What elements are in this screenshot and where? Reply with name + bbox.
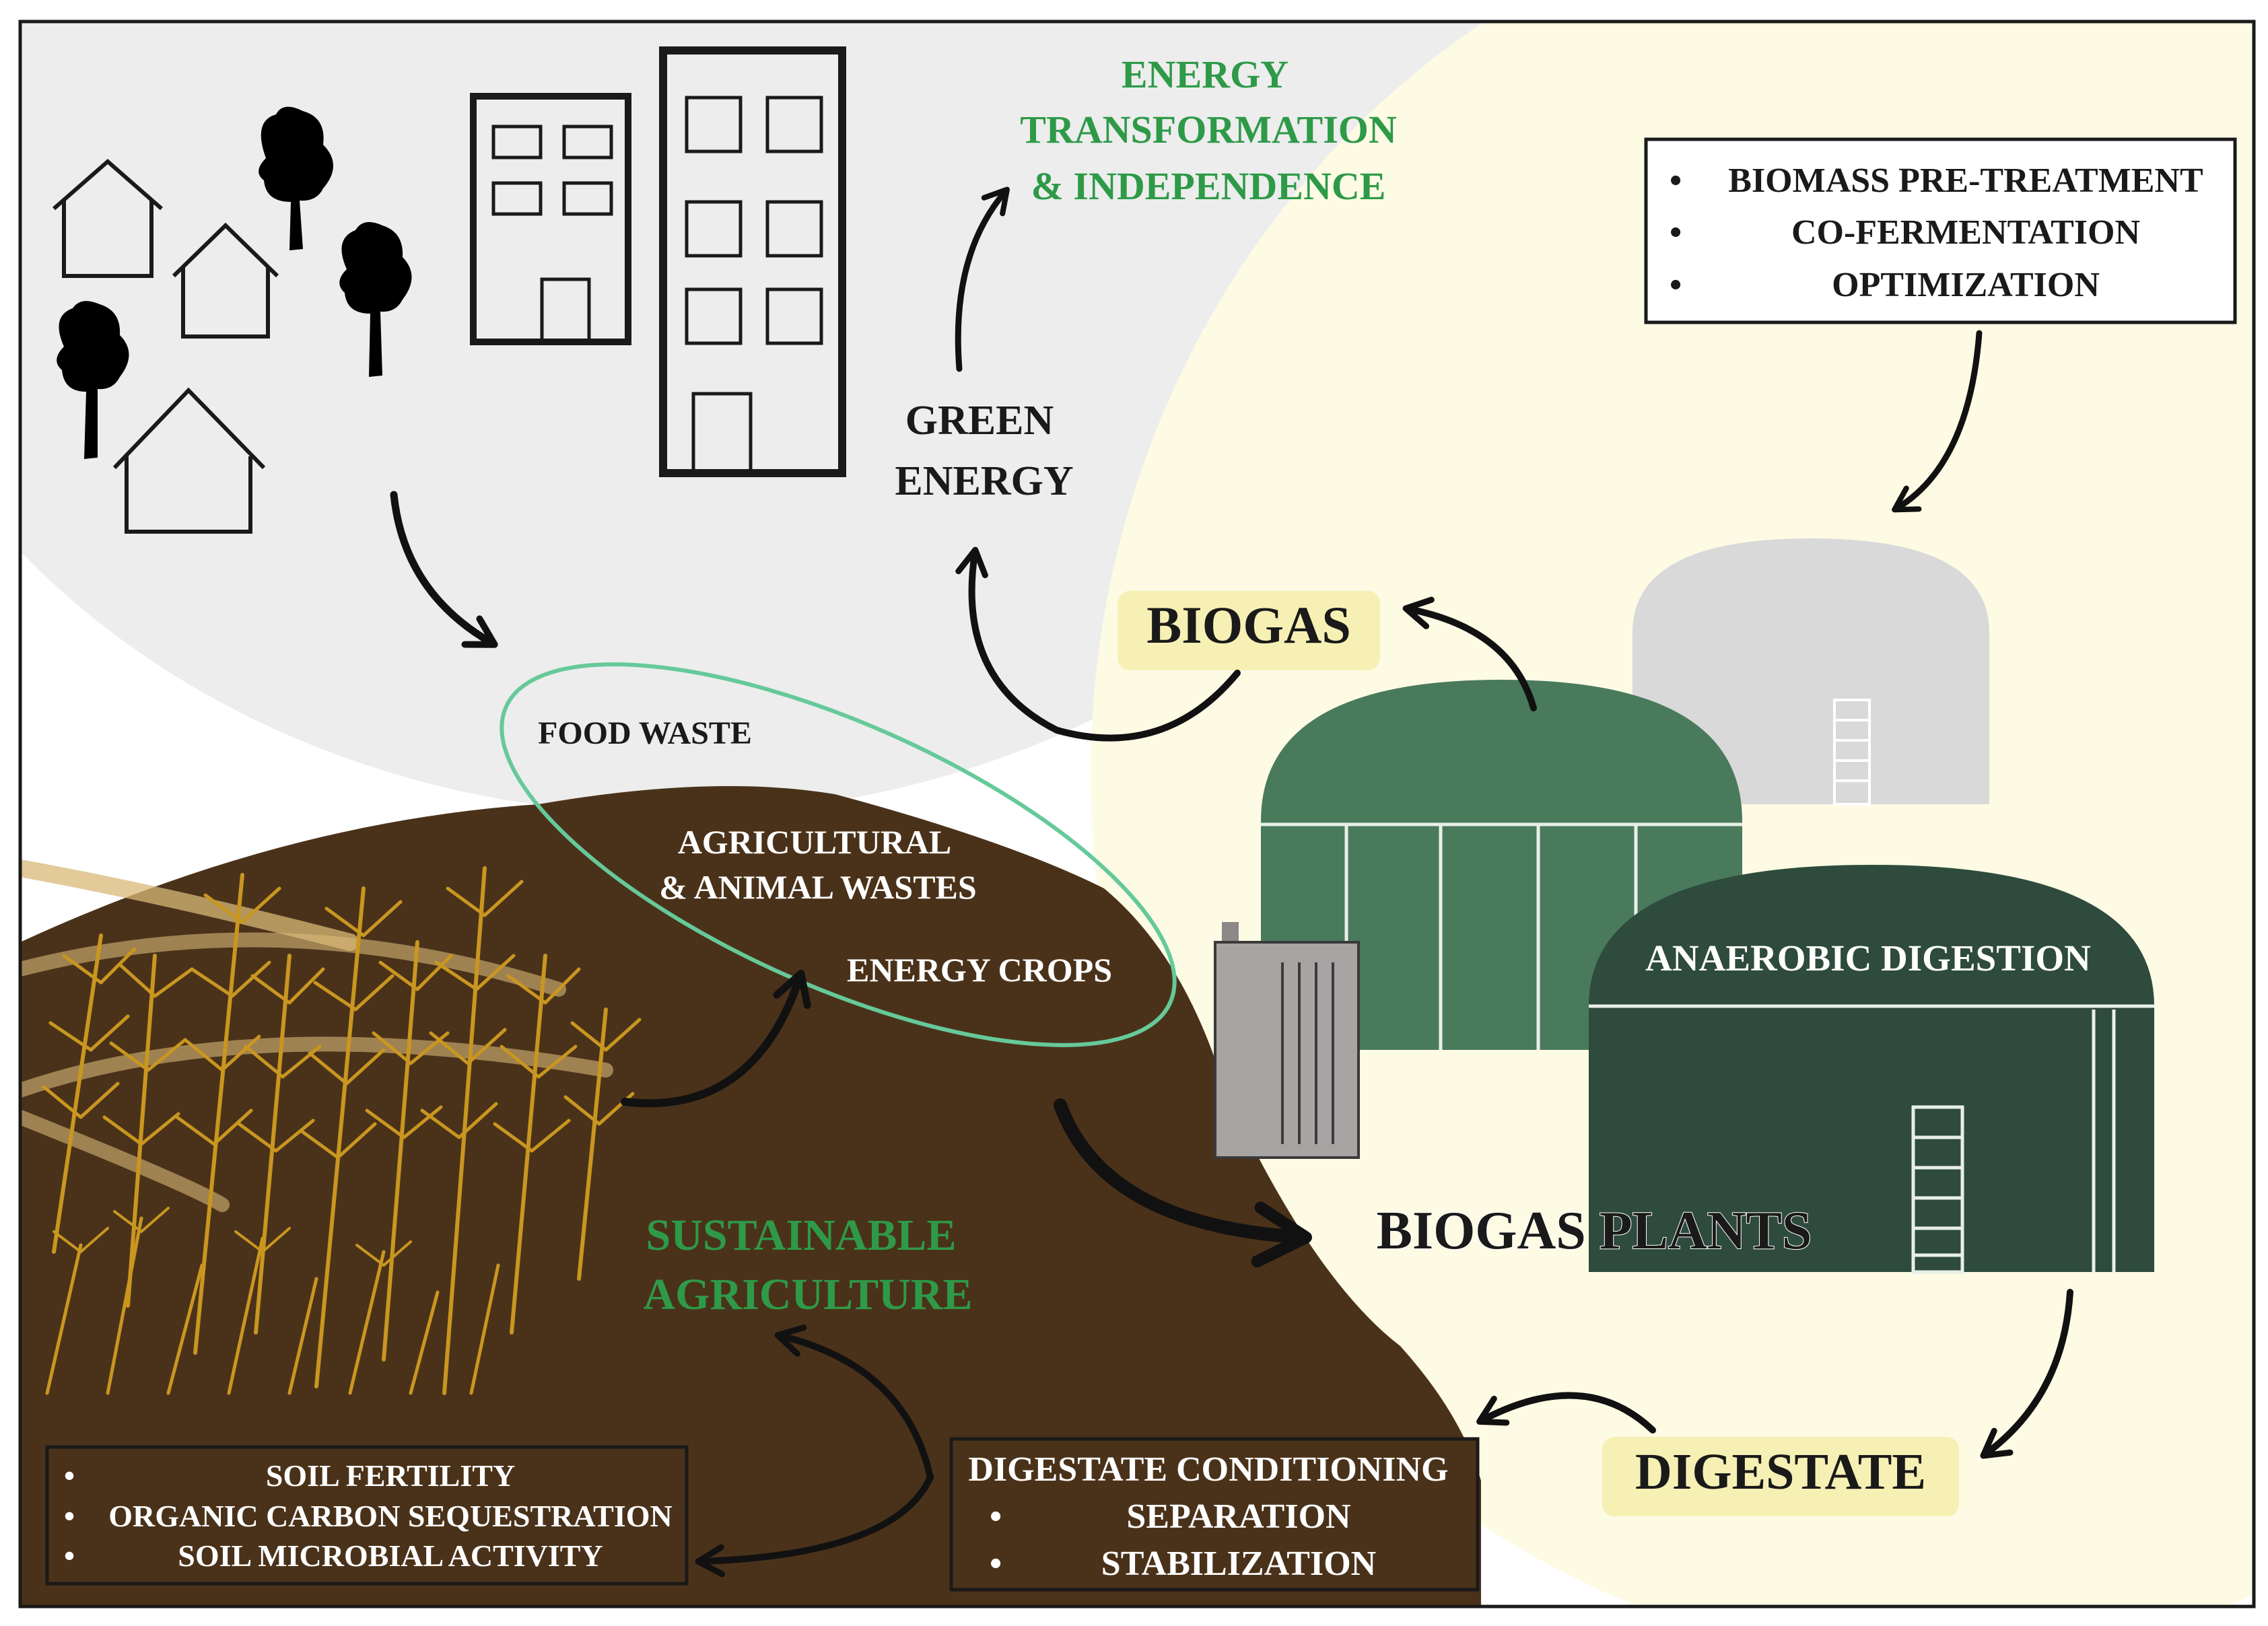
soil-benefit-bullet-3: • (64, 1539, 75, 1573)
biogas-badge-label: BIOGAS (1146, 596, 1350, 654)
urban-to-feedstock-arrow (390, 491, 498, 648)
wheat-field-illustration (20, 859, 642, 1395)
crops-to-loop-arrow (621, 969, 811, 1108)
conditioning-to-agriculture-arrow (774, 1324, 934, 1481)
biogas-badge-background (1118, 591, 1380, 670)
energy-transformation-label-line-2: TRANSFORMATION (1020, 108, 1397, 151)
sustainable-agriculture-label-line-1: SUSTAINABLE (646, 1211, 957, 1260)
conditioning-bullet-2: • (990, 1545, 1002, 1583)
plants-to-digestate-arrow (1980, 1289, 2073, 1459)
soil-benefit-bullet-2: • (64, 1499, 75, 1533)
digestate-conditioning-box (949, 1437, 1480, 1592)
biogas-to-green-energy-arrow (955, 546, 1241, 742)
green-energy-to-transformation-arrow (955, 186, 1010, 372)
pretreatment-bullet-1: • (1670, 162, 1682, 200)
houses-illustration (53, 159, 279, 534)
biogas-plants-label: BIOGAS PLANTS (1377, 1201, 1812, 1261)
soil-benefit-item: SOIL MICROBIAL ACTIVITY (178, 1539, 603, 1573)
buildings-illustration (470, 46, 846, 477)
front-digester-illustration (1589, 865, 2154, 1274)
pretreatment-item: BIOMASS PRE-TREATMENT (1728, 162, 2203, 200)
soil-benefit-item: ORGANIC CARBON SEQUESTRATION (108, 1499, 673, 1533)
digestate-to-conditioning-arrow (1476, 1392, 1656, 1434)
digestate-conditioning-title: DIGESTATE CONDITIONING (968, 1450, 1448, 1489)
feedstock-to-plants-arrow (1054, 1098, 1312, 1268)
energy-transformation-label-line-3: & INDEPENDENCE (1031, 164, 1386, 208)
digestate-badge-label: DIGESTATE (1635, 1444, 1926, 1500)
background-digester-illustration (1633, 538, 1989, 806)
pretreatment-item: CO-FERMENTATION (1791, 213, 2140, 252)
soil-benefit-item: SOIL FERTILITY (266, 1458, 515, 1493)
diagram-frame (18, 20, 2256, 1609)
conditioning-to-soil-benefits-arrow (695, 1474, 934, 1578)
conditioning-bullet-1: • (990, 1497, 1002, 1536)
energy-crops-label: ENERGY CROPS (847, 951, 1112, 989)
soil-benefit-bullet-1: • (64, 1458, 75, 1493)
pretreatment-item: OPTIMIZATION (1832, 266, 2100, 304)
pretreatment-box (1644, 137, 2237, 324)
conditioning-item: STABILIZATION (1101, 1545, 1376, 1583)
anaerobic-digestion-label: ANAEROBIC DIGESTION (1645, 938, 2091, 979)
pretreatment-bullet-2: • (1670, 213, 1682, 252)
conditioning-item: SEPARATION (1126, 1497, 1350, 1536)
green-energy-label-line-1: GREEN (905, 398, 1054, 444)
digestate-badge-background (1602, 1437, 1959, 1516)
energy-transformation-label-line-1: ENERGY (1122, 52, 1288, 96)
soil-hill (20, 786, 1481, 1606)
digester-to-biogas-arrow (1402, 596, 1537, 711)
food-waste-label: FOOD WASTE (538, 715, 752, 751)
green-energy-label-line-2: ENERGY (895, 458, 1073, 504)
pretreatment-bullet-3: • (1670, 266, 1682, 304)
soil-benefits-box (45, 1445, 689, 1586)
pretreatment-to-plant-arrow (1892, 330, 1983, 513)
agri-wastes-label-line-1: AGRICULTURAL (678, 823, 952, 861)
agri-wastes-label-line-2: & ANIMAL WASTES (659, 868, 976, 906)
storage-tank-illustration (1214, 922, 1360, 1159)
trees-illustration (57, 106, 412, 459)
sustainable-agriculture-label-line-2: AGRICULTURE (643, 1270, 972, 1319)
